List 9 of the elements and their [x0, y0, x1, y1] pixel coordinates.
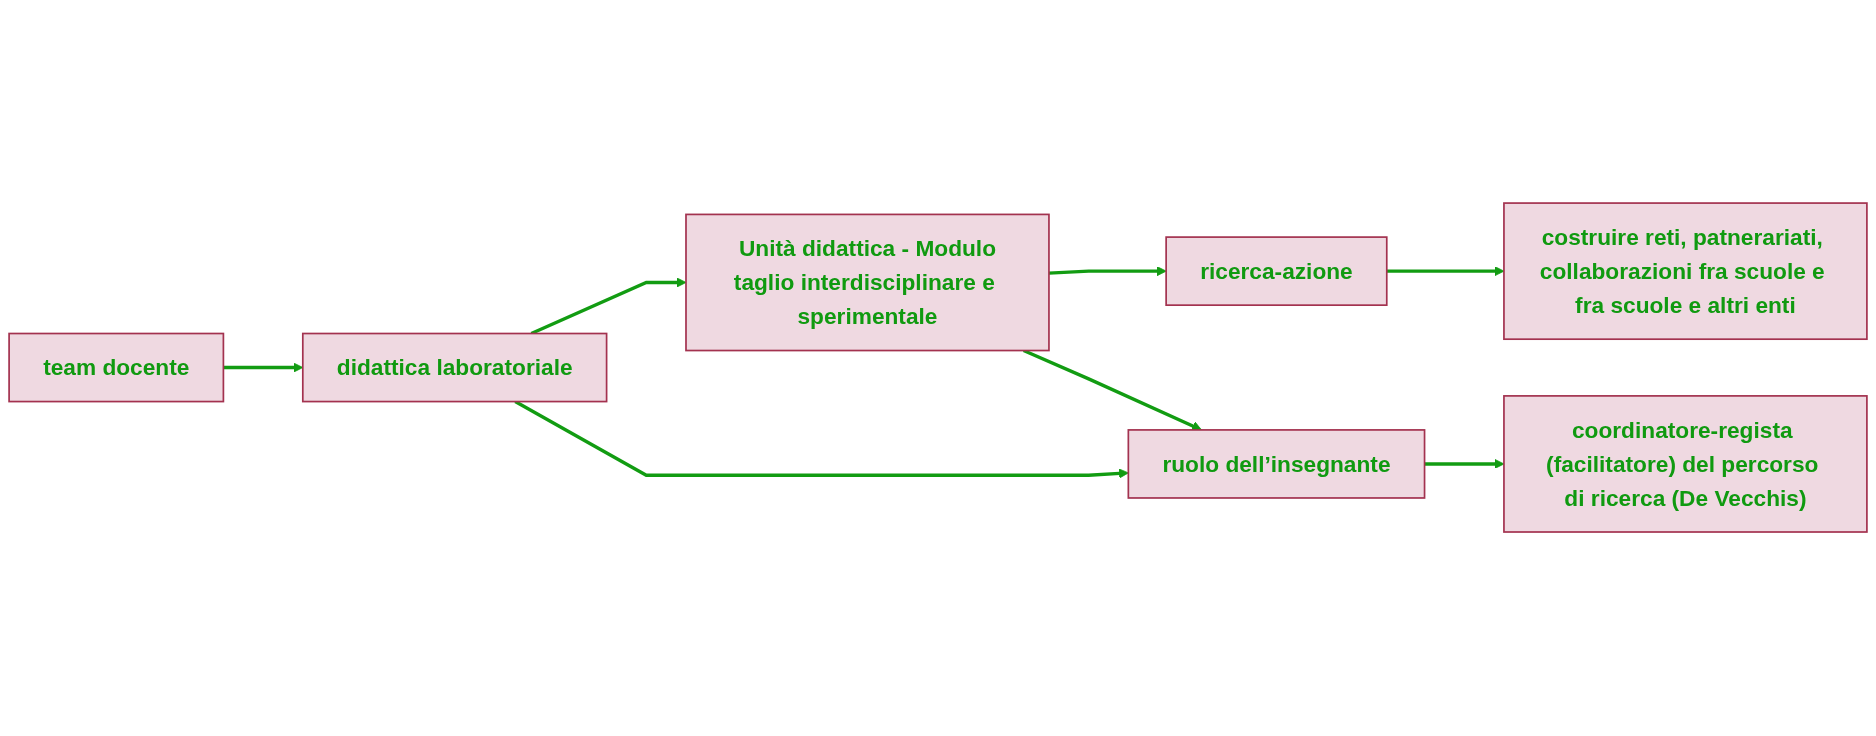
node-box: ricerca-azione — [1165, 236, 1388, 307]
arrow — [1022, 349, 1202, 432]
node-box: team docente — [8, 333, 225, 403]
arrow — [1048, 266, 1167, 277]
node-box: costruire reti, patnerariati, collaborazioni fra scuole e fra scuole e altri enti — [1503, 202, 1868, 341]
node-box: didattica laboratoriale — [301, 333, 608, 403]
node-box: Unità didattica - Modulo taglio interdisciplinare e sperimentale — [685, 214, 1050, 352]
node-box: coordinatore-regista (facilitatore) del percorso di ricerca (De Vecchis) — [1503, 395, 1868, 534]
node-box: ruolo dell’insegnante — [1127, 429, 1426, 500]
